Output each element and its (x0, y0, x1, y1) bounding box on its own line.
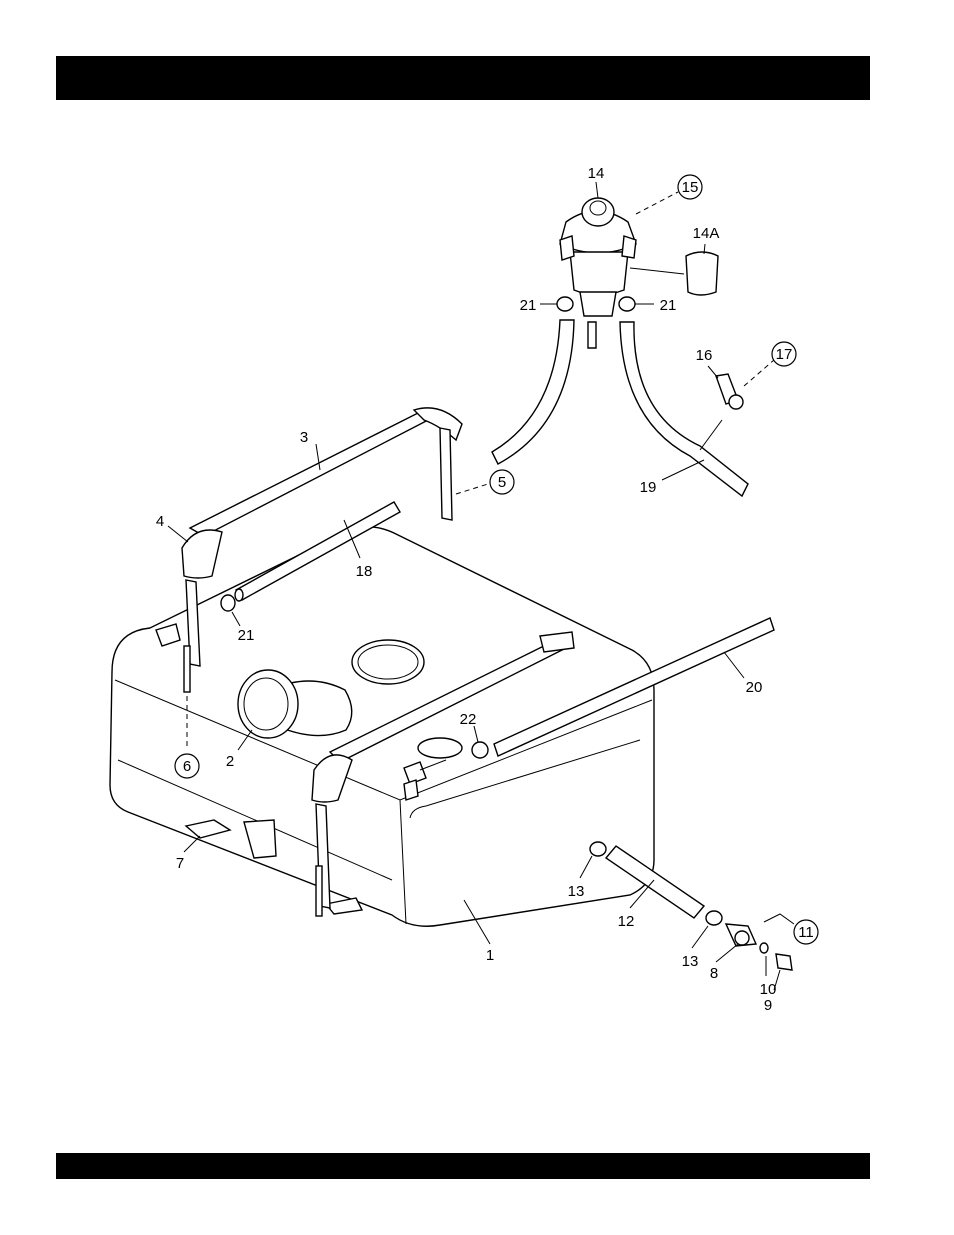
callout-2: 2 (226, 753, 234, 770)
callout-18: 18 (356, 563, 373, 580)
callout-7: 7 (176, 855, 184, 872)
fuel-filter (560, 198, 718, 316)
callout-13-lower: 13 (682, 953, 699, 970)
hose-bracket (700, 374, 743, 450)
drain-assembly (606, 846, 794, 970)
callout-16: 16 (696, 347, 713, 364)
callout-21-left: 21 (520, 297, 537, 314)
callout-9: 9 (764, 997, 772, 1014)
callout-21-right: 21 (660, 297, 677, 314)
callout-19: 19 (640, 479, 657, 496)
callout-5: 5 (498, 474, 506, 491)
callout-17: 17 (776, 346, 793, 363)
callout-22: 22 (460, 711, 477, 728)
callout-11: 11 (798, 924, 814, 941)
callout-10: 10 (760, 981, 777, 998)
callout-20: 20 (746, 679, 763, 696)
callout-15: 15 (682, 179, 699, 196)
callout-8: 8 (710, 965, 718, 982)
callout-14: 14 (588, 165, 605, 182)
callout-4: 4 (156, 513, 164, 530)
callout-3: 3 (300, 429, 308, 446)
filler-cap (238, 670, 298, 738)
callout-13-upper: 13 (568, 883, 585, 900)
callout-6: 6 (183, 758, 191, 775)
callout-12: 12 (618, 913, 635, 930)
callout-1: 1 (486, 947, 494, 964)
callout-14a: 14A (693, 225, 720, 242)
callout-21-tank: 21 (238, 627, 255, 644)
